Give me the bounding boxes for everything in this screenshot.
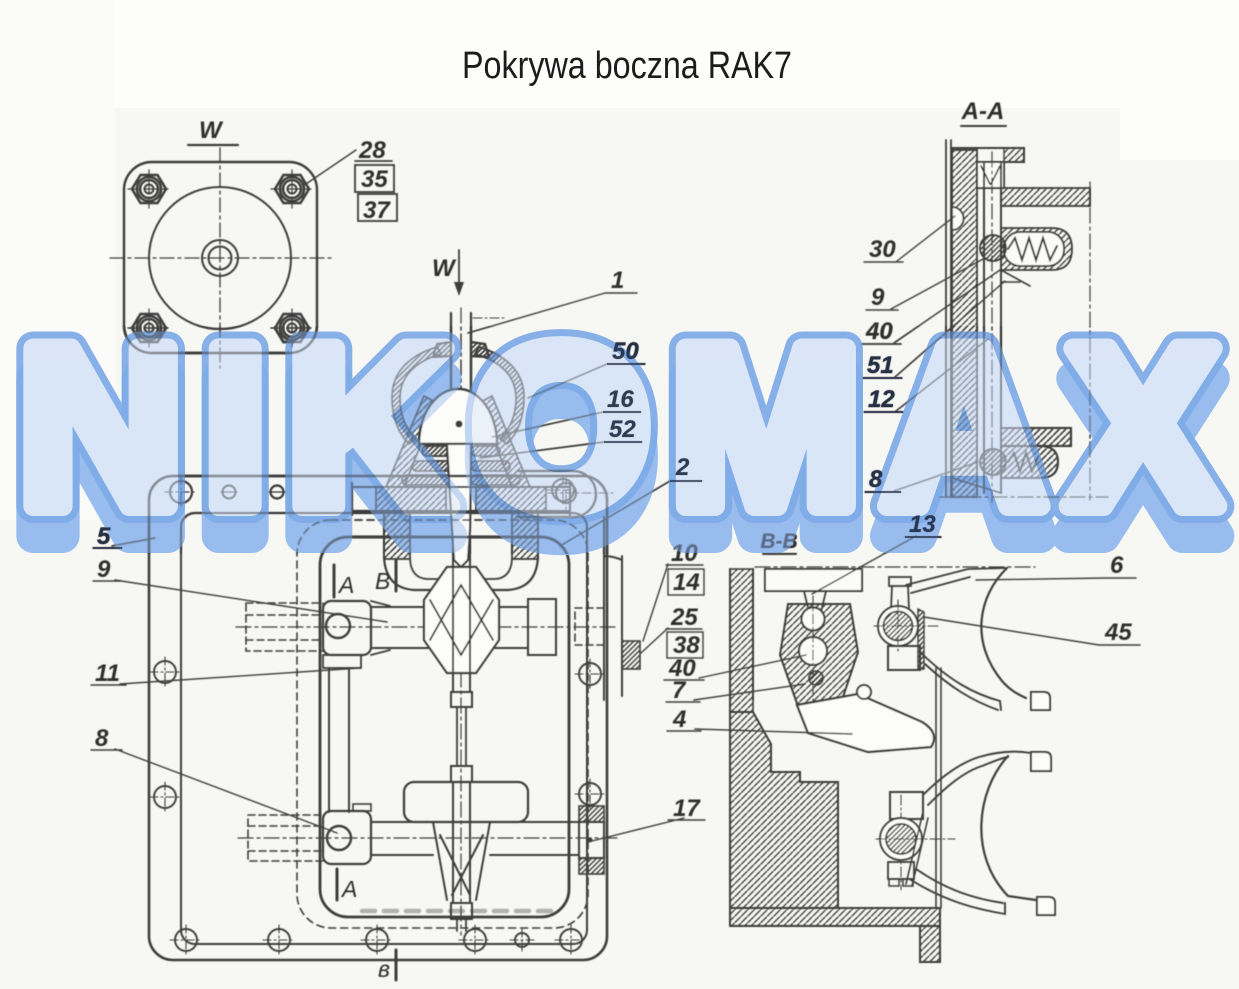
svg-text:16: 16: [607, 386, 634, 413]
svg-text:1: 1: [611, 267, 624, 294]
svg-text:45: 45: [1104, 619, 1132, 646]
svg-text:38: 38: [673, 632, 700, 659]
svg-text:4: 4: [672, 706, 686, 733]
svg-text:A: A: [337, 572, 354, 598]
svg-text:6: 6: [1110, 552, 1124, 579]
svg-text:W: W: [199, 117, 224, 144]
svg-text:Pokrywa boczna RAK7: Pokrywa boczna RAK7: [462, 45, 792, 87]
svg-text:11: 11: [95, 660, 120, 687]
svg-text:51: 51: [867, 352, 894, 379]
svg-text:14: 14: [673, 569, 700, 596]
svg-text:17: 17: [673, 795, 701, 822]
svg-text:B: B: [375, 568, 390, 594]
svg-text:35: 35: [361, 166, 388, 193]
svg-text:50: 50: [612, 338, 639, 365]
svg-text:40: 40: [668, 655, 696, 682]
svg-text:30: 30: [869, 236, 896, 263]
svg-text:28: 28: [358, 137, 386, 164]
svg-text:A-A: A-A: [961, 98, 1005, 125]
svg-text:52: 52: [609, 416, 636, 443]
svg-text:8: 8: [95, 725, 109, 752]
svg-text:5: 5: [97, 523, 111, 550]
svg-text:13: 13: [909, 511, 936, 538]
svg-text:25: 25: [670, 604, 698, 631]
svg-text:A: A: [340, 876, 357, 902]
svg-text:W: W: [432, 255, 457, 282]
svg-text:2: 2: [675, 454, 690, 481]
svg-text:7: 7: [672, 677, 687, 704]
svg-text:37: 37: [363, 197, 391, 224]
svg-text:9: 9: [871, 284, 885, 311]
svg-text:в: в: [378, 956, 390, 982]
svg-text:9: 9: [97, 556, 111, 583]
svg-text:8: 8: [869, 466, 883, 493]
svg-text:12: 12: [868, 386, 895, 413]
